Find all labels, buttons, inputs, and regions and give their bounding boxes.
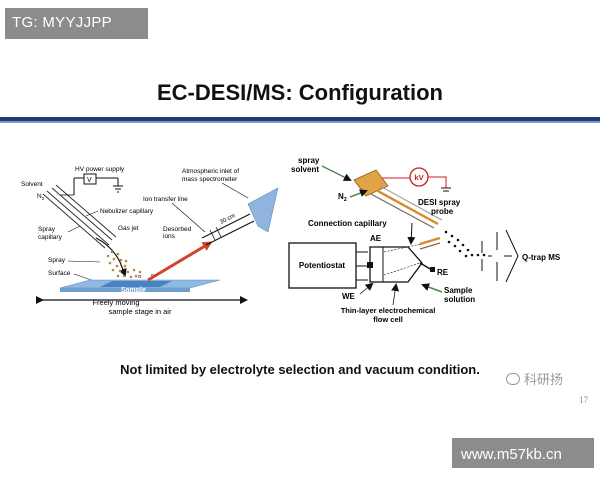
slide-title: EC-DESI/MS: Configuration [157,80,443,105]
top-tag-box [5,8,148,39]
surface-plate-edge [60,288,190,292]
ms-inlet-label-2: mass spectrometer [182,176,238,183]
flow-cell-label-2: flow cell [373,315,403,324]
ion-transfer-line-label: Ion transfer line [143,196,188,203]
we-label: WE [342,292,356,301]
surface-label: Surface [48,270,71,277]
alpha-angle: α [138,274,141,280]
page-number: 17 [579,395,588,405]
sample-spot [100,281,172,287]
distance-label: 30 cm [219,213,236,226]
wechat-icon [506,373,520,385]
desi-spray-droplets [444,230,486,258]
right-diagram: spray solvent kV N2 DESI spray probe [288,156,561,324]
qtrap-inlet [481,229,519,283]
left-diagram: HV power supply V Solvent N2 Nebulizer c… [21,166,279,316]
ae-label: AE [370,234,382,243]
stage-label-2: sample stage in air [109,307,172,316]
desi-probe-label-2: probe [431,207,454,216]
footnote: Not limited by electrolyte selection and… [120,362,480,377]
top-tag-label: TG: MYYJJPP [12,14,112,31]
n2-label: N2 [37,193,45,201]
desorbed-ions-arrow [147,241,213,282]
qtrap-label: Q-trap MS [522,253,561,262]
desorbed-ions-label-1: Desorbed [163,226,192,233]
url-tag-box [452,438,594,468]
sample-solution-arrow [421,283,443,293]
solvent-label: Solvent [21,181,43,188]
watermark: 科研扬 [506,369,563,388]
potentiostat-label: Potentiostat [299,261,346,270]
flow-cell-label-1: Thin-layer electrochemical [341,306,436,315]
connection-capillary-label: Connection capillary [308,219,387,228]
spray-capillary-label-2: capillary [38,234,63,241]
url-tag-label: www.m57kb.cn [461,446,562,463]
spray-solvent-arrow [321,165,352,181]
desorbed-ions-label-2: ions [163,233,176,240]
spray-solvent-label-2: solvent [291,165,319,174]
spray-capillary-label-1: Spray [38,226,56,233]
spray-solvent-label-1: spray [298,156,320,165]
voltmeter-box [83,173,97,185]
n2-arrow [349,189,368,198]
nebulizer-sprayer [42,184,117,249]
title-rule-shadow [0,121,600,123]
thin-layer-flow-cell [367,236,441,283]
ms-inlet-cone [247,187,279,233]
ion-transfer-line [201,213,255,246]
sample-solution-label-2: solution [444,295,475,304]
watermark-text: 科研扬 [524,372,564,387]
spray-label: Spray [48,257,66,264]
hv-power-supply [73,173,123,195]
kv-label: kV [414,173,423,182]
stage-label-1: Freely moving [92,298,139,307]
hv-power-supply-label: HV power supply [75,166,125,173]
voltmeter-symbol: V [87,177,92,184]
ms-inlet-label-1: Atmospheric inlet of [182,168,239,175]
spray-droplets [106,250,142,279]
right-n2-label: N2 [338,192,347,203]
nebulizer-capillary-label: Nebulizer capillary [100,208,154,215]
re-label: RE [437,268,449,277]
sample-label: Sample [121,287,146,294]
gas-jet-arrow [95,237,127,277]
gas-jet-label: Gas jet [118,225,139,232]
desi-probe-label-1: DESI spray [418,198,461,207]
title-rule [0,117,600,121]
sample-solution-label-1: Sample [444,286,473,295]
